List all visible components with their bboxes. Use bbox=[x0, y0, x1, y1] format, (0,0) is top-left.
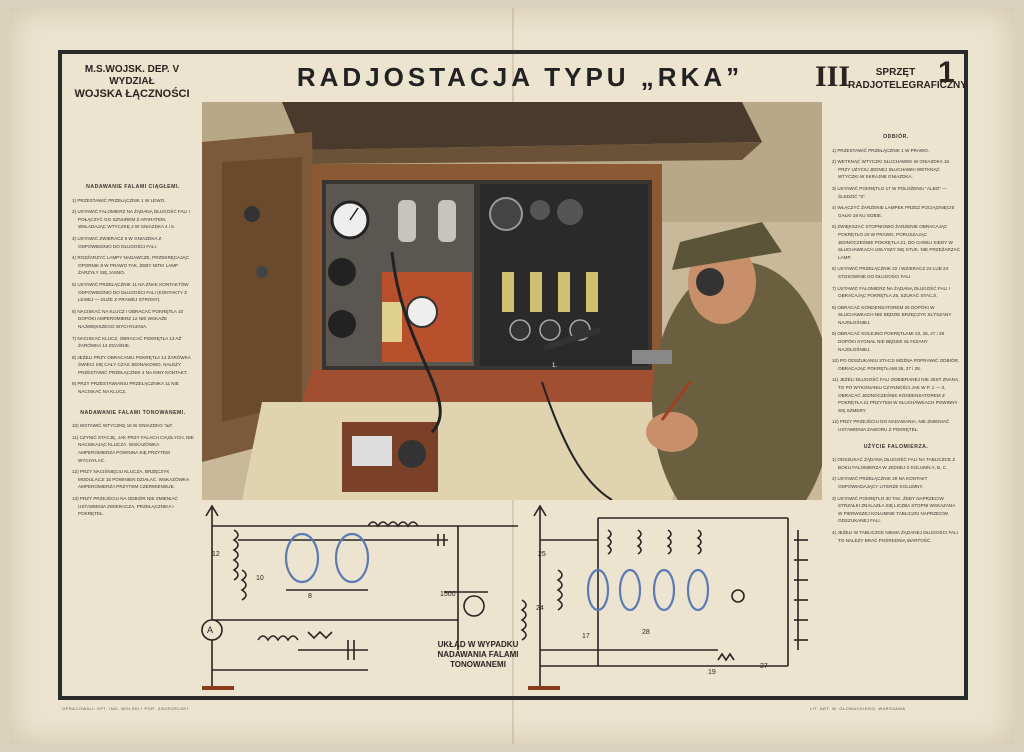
category-line1: SPRZĘT bbox=[875, 67, 916, 78]
diagram-num-19: 19 bbox=[708, 669, 716, 676]
heading-continuous: NADAWANIE FALAMI CIĄGŁEMI. bbox=[86, 184, 180, 190]
caption-line2: NADAWANIA FALAMI bbox=[437, 650, 519, 659]
transmit-instructions: NADAWANIE FALAMI CIĄGŁEMI. 1) PRZESTAWIĆ… bbox=[72, 180, 194, 522]
instruction-item: 8) OBRACAĆ KONDENSATOREM 26 DOPÓKI W SŁU… bbox=[832, 304, 952, 325]
instruction-item: 12) PRZY NACIŚNIĘCIU KLUCZA, BRZĘCZYK MO… bbox=[72, 469, 189, 490]
instruction-item: 8) JEŻELI PRZY OBRACANIU POKRĘTŁA 13 ŻAR… bbox=[72, 354, 191, 375]
caption-line3: TONOWANEMI bbox=[450, 660, 506, 669]
instruction-item: 1) PRZESTAWIĆ PRZEŁĄCZNIK 1 W LEWO. bbox=[72, 197, 166, 203]
ammeter-label: A bbox=[207, 625, 213, 635]
radio-station-illustration: 1. bbox=[202, 102, 822, 500]
diagram-caption: UKŁAD W WYPADKU NADAWANIA FALAMI TONOWAN… bbox=[418, 640, 538, 670]
issuer-line1: M.S.WOJSK. DEP. V bbox=[84, 64, 180, 75]
instruction-item: 1) PRZESTAWIĆ PRZEŁĄCZNIK 1 W PRAWO. bbox=[832, 147, 930, 153]
wavemeter-list: 1) ODSZUKAĆ ŻĄDANĄ DŁUGOŚĆ FALI NA TABLI… bbox=[832, 456, 960, 544]
category-block: SPRZĘT RADJOTELEGRAFICZNY bbox=[848, 66, 967, 92]
heading-receive: ODBIÓR. bbox=[883, 134, 909, 140]
instruction-item: 5) USTAWIĆ PRZEŁĄCZNIK 11 NA ZNAK KONTAK… bbox=[72, 281, 189, 303]
caption-line1: UKŁAD W WYPADKU bbox=[437, 640, 519, 649]
instruction-item: 9) PRZY PRZESTAWIANIU PRZEŁĄCZNIKA 11 NI… bbox=[72, 381, 179, 395]
transmitter-schematic bbox=[201, 504, 518, 690]
diagram-num-12: 12 bbox=[212, 551, 220, 558]
instruction-item: 5) ZWIĘKSZAĆ STOPNIOWO ŻARZENIE OBRACAJĄ… bbox=[832, 224, 961, 260]
issuer-block: M.S.WOJSK. DEP. V WYDZIAŁ WOJSKA ŁĄCZNOŚ… bbox=[72, 64, 192, 100]
instruction-item: 3) USTAWIĆ ZWIERACZ 6 W GNIAZDKA Z ODPOW… bbox=[72, 235, 162, 249]
issuer-line2: WYDZIAŁ bbox=[109, 76, 155, 87]
diagram-num-28: 28 bbox=[642, 629, 650, 636]
section-roman: III bbox=[815, 60, 851, 93]
circuit-diagrams: A 1500 12 10 8 25 24 17 28 19 27 bbox=[198, 500, 824, 696]
instruction-item: 6) USTAWIĆ PRZEŁĄCZNIK 22 I WZIERACZ 23 … bbox=[832, 266, 949, 279]
instruction-item: 12) PRZY PRZEJŚCIU DO NADAWANIA, NIE ZMI… bbox=[832, 419, 950, 432]
instruction-item: 7) NACISKAĆ KLUCZ, OBRACAĆ POKRĘTŁA 13 A… bbox=[72, 335, 182, 349]
instruction-item: 6) NACISKAĆ NA KLUCZ I OBRACAĆ POKRĘTŁA … bbox=[72, 308, 184, 329]
instruction-item: 9) OBRACAĆ KOLEJNO POKRĘTŁAMI 23, 26, 27… bbox=[832, 331, 945, 352]
issuer-line3: WOJSKA ŁĄCZNOŚCI bbox=[74, 88, 190, 100]
instruction-item: 11) JEŻELI DŁUGOŚĆ FALI ODBIERANEJ NIE J… bbox=[832, 377, 960, 413]
instruction-item: 2) WETKNĄĆ WTYCZKI SŁUCHAWEK W GNIAZDKA … bbox=[832, 159, 951, 180]
instruction-item: 2) USTAWIĆ PRZEŁĄCZNIK 29 NA KONTAKT ODP… bbox=[832, 476, 928, 489]
instruction-item: 4) ROZŻARZYĆ LAMPY NADAWCZE, PRZEKRĘCAJĄ… bbox=[72, 255, 189, 276]
instruction-item: 4) WŁĄCZYĆ ŻARZENIE LAMPEK PRZEZ POCIĄGN… bbox=[832, 205, 955, 218]
receiver-schematic bbox=[520, 504, 808, 690]
poster-frame bbox=[58, 50, 968, 700]
receive-list: 1) PRZESTAWIĆ PRZEŁĄCZNIK 1 W PRAWO. 2) W… bbox=[832, 147, 960, 434]
heading-tonal: NADAWANIE FALAMI TONOWANEMI. bbox=[80, 409, 186, 416]
diagram-num-25: 25 bbox=[538, 551, 546, 558]
instruction-item: 2) USTAWIĆ FALOMIERZ NA ŻĄDANĄ DŁUGOŚĆ F… bbox=[72, 209, 190, 230]
panel-number: 1. bbox=[552, 363, 557, 369]
sheet-number: 1 bbox=[938, 56, 955, 89]
instruction-item: 3) USTAWIĆ POKRĘTŁO 30 TAK, ŻEBY NAPRZEC… bbox=[832, 495, 956, 524]
credits-left: OPRACOWALI: KPT. ING. WOLSKI I POR. ZGOR… bbox=[62, 706, 189, 711]
instruction-item: 13) PRZY PRZEJŚCIU NA ODBIÓR NIE ZMIENIA… bbox=[72, 496, 178, 517]
instruction-item: 3) USTAWIĆ POKRĘTŁO 17 W POŁOŻENIU "ALBO… bbox=[832, 185, 947, 199]
instruction-item: 11) CZYNIĆ STACJĘ, JAK PRZY FALACH CIĄGŁ… bbox=[72, 434, 194, 463]
instruction-item: 7) USTAWIĆ FALOMIERZ NA ŻĄDANĄ DŁUGOŚĆ F… bbox=[832, 285, 950, 299]
diagram-num-10: 10 bbox=[256, 575, 264, 582]
tonal-list: 10) WSTAWIĆ WTYCZKĘ 16 W GNIAZDKO "ad". 1… bbox=[72, 422, 194, 518]
continuous-list: 1) PRZESTAWIĆ PRZEŁĄCZNIK 1 W LEWO. 2) US… bbox=[72, 197, 194, 396]
instruction-item: 4) JEŻELI W TABLICZCE NIEMA ŻĄDANEJ DŁUG… bbox=[832, 529, 958, 543]
diagram-num-8: 8 bbox=[308, 593, 312, 600]
credits-right: LIT. ART. W. GŁOWACKIEGO, WARSZAWA bbox=[810, 706, 906, 711]
instruction-item: 1) ODSZUKAĆ ŻĄDANĄ DŁUGOŚĆ FALI NA TABLI… bbox=[832, 457, 956, 470]
diagram-num-17: 17 bbox=[582, 633, 590, 640]
category-line2: RADJOTELEGRAFICZNY bbox=[848, 80, 967, 91]
instruction-item: 10) PO ODSZUKANIU STACJI MOŻNA POPRAWIĆ … bbox=[832, 358, 960, 371]
voltage-label: 1500 bbox=[440, 591, 456, 598]
poster-title: RADJOSTACJA TYPU „RKA” bbox=[296, 62, 744, 92]
receive-instructions: ODBIÓR. 1) PRZESTAWIĆ PRZEŁĄCZNIK 1 W PR… bbox=[832, 130, 960, 548]
instruction-item: 10) WSTAWIĆ WTYCZKĘ 16 W GNIAZDKO "ad". bbox=[72, 423, 174, 429]
heading-wavemeter: UŻYCIE FALOMIERZA. bbox=[863, 443, 929, 450]
